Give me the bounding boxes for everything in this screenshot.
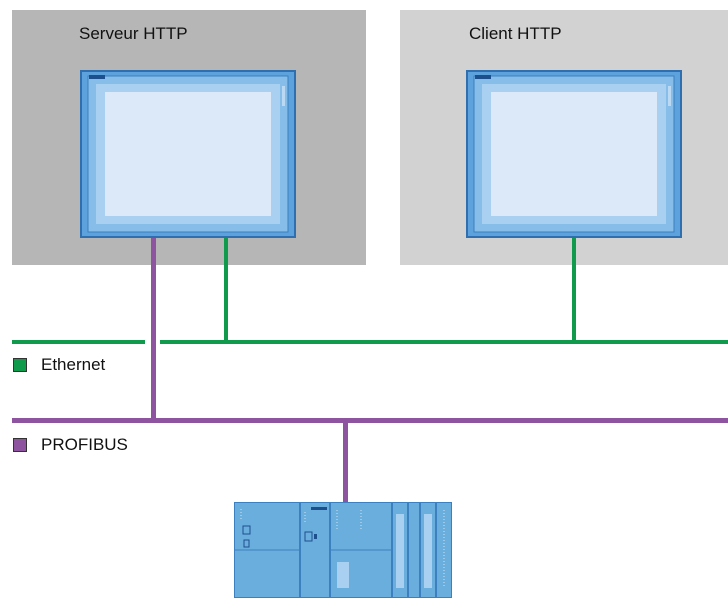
ethernet-bus: [160, 340, 728, 344]
ethernet-legend-swatch: [13, 358, 27, 372]
profibus-server-link: [151, 236, 156, 422]
server-zone: [12, 10, 366, 265]
ethernet-bus-left: [12, 340, 145, 344]
ethernet-legend-label: Ethernet: [41, 355, 106, 374]
ethernet-server-link: [224, 236, 228, 342]
client-zone-title: Client HTTP: [469, 24, 562, 43]
profibus-plc-link: [343, 420, 348, 504]
server-zone-title: Serveur HTTP: [79, 24, 188, 43]
profibus-legend-swatch: [13, 438, 27, 452]
ethernet-client-link: [572, 236, 576, 342]
profibus-bus: [12, 418, 728, 423]
profibus-legend-label: PROFIBUS: [41, 435, 128, 454]
client-hmi-panel-icon: [466, 70, 682, 238]
